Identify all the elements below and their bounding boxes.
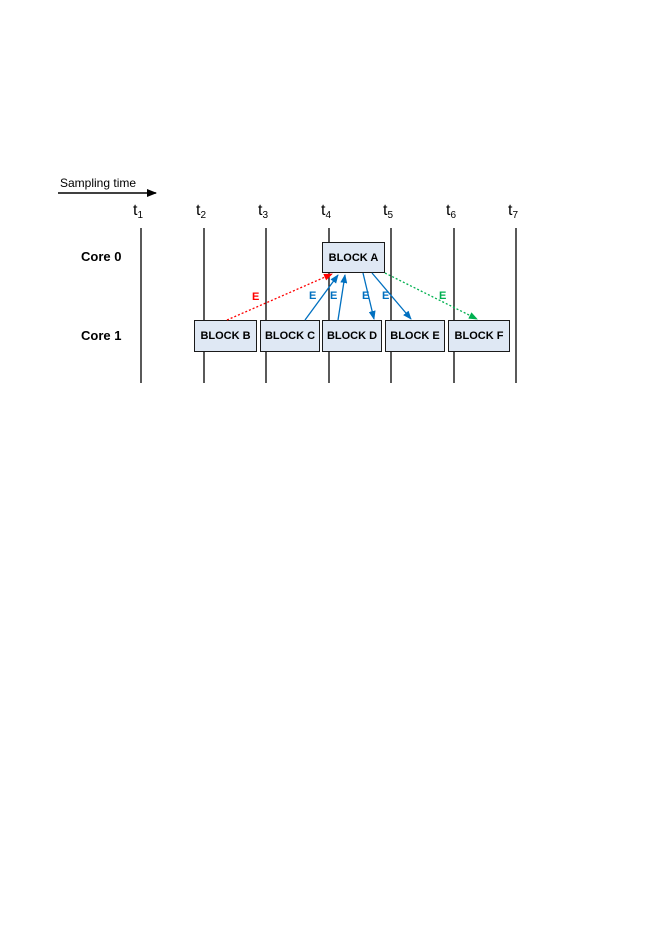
core-1-label: Core 1 xyxy=(81,328,122,343)
tick-label-t1: t1 xyxy=(133,202,144,221)
block-c[interactable]: BLOCK C xyxy=(260,320,320,352)
block-a[interactable]: BLOCK A xyxy=(322,242,385,273)
tick-label-t2: t2 xyxy=(196,202,207,221)
block-b[interactable]: BLOCK B xyxy=(194,320,257,352)
core-0-label: Core 0 xyxy=(81,249,122,264)
edge-label-a-e: E xyxy=(382,290,390,302)
edge-label-d-a: E xyxy=(330,290,338,302)
block-e[interactable]: BLOCK E xyxy=(385,320,445,352)
tick-label-t3: t3 xyxy=(258,202,269,221)
edge-label-b-a: E xyxy=(252,291,260,303)
tick-label-t6: t6 xyxy=(446,202,457,221)
block-d[interactable]: BLOCK D xyxy=(322,320,382,352)
tick-label-t5: t5 xyxy=(383,202,394,221)
tick-label-t7: t7 xyxy=(508,202,519,221)
block-f[interactable]: BLOCK F xyxy=(448,320,510,352)
sampling-time-label: Sampling time xyxy=(60,176,137,190)
edge-label-c-a: E xyxy=(309,290,317,302)
edge-label-a-f: E xyxy=(439,290,447,302)
tick-label-t4: t4 xyxy=(321,202,332,221)
edge-label-a-d: E xyxy=(362,290,370,302)
